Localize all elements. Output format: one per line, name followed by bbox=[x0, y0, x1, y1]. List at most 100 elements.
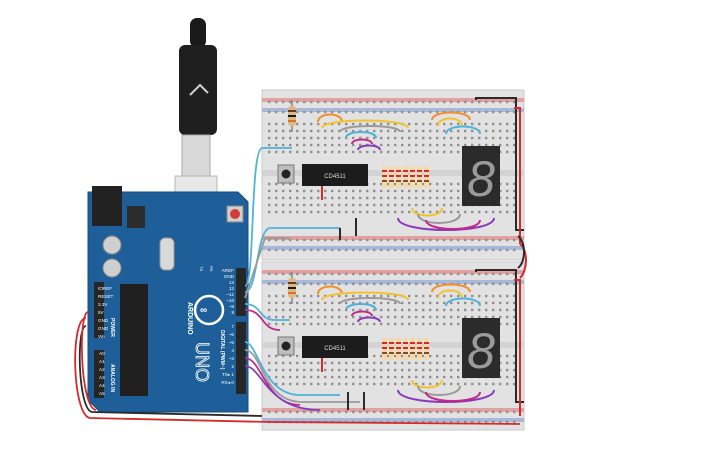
breadboard-hole bbox=[436, 322, 439, 326]
breadboard-hole bbox=[513, 301, 516, 305]
breadboard-hole bbox=[492, 210, 495, 214]
breadboard-hole bbox=[415, 248, 418, 252]
breadboard-hole bbox=[478, 420, 481, 424]
breadboard-hole bbox=[443, 375, 446, 379]
breadboard-hole bbox=[408, 136, 411, 140]
breadboard-hole bbox=[317, 272, 320, 276]
breadboard-hole bbox=[485, 420, 488, 424]
breadboard-hole bbox=[422, 368, 425, 372]
breadboard-hole bbox=[366, 110, 369, 114]
breadboard-hole bbox=[275, 272, 278, 276]
breadboard-hole bbox=[303, 361, 306, 365]
breadboard-hole bbox=[401, 203, 404, 207]
breadboard-hole bbox=[331, 315, 334, 319]
breadboard-hole bbox=[506, 129, 509, 133]
push-button[interactable] bbox=[277, 164, 295, 184]
push-button[interactable] bbox=[277, 336, 295, 356]
breadboard-hole bbox=[366, 368, 369, 372]
breadboard-hole bbox=[380, 150, 383, 154]
reset-button[interactable] bbox=[230, 209, 240, 219]
breadboard-hole bbox=[408, 238, 411, 242]
breadboard-hole bbox=[450, 143, 453, 147]
resistor-band bbox=[403, 170, 408, 172]
pin-label: 2 bbox=[231, 364, 234, 369]
breadboard-hole bbox=[408, 322, 411, 326]
breadboard-hole bbox=[408, 189, 411, 193]
breadboard-hole bbox=[296, 129, 299, 133]
breadboard-hole bbox=[324, 282, 327, 286]
breadboard-hole bbox=[499, 282, 502, 286]
breadboard-hole bbox=[415, 143, 418, 147]
breadboard-hole bbox=[443, 361, 446, 365]
breadboard-hole bbox=[429, 182, 432, 186]
breadboard-hole bbox=[429, 315, 432, 319]
breadboard-hole bbox=[282, 282, 285, 286]
breadboard-hole bbox=[457, 354, 460, 358]
breadboard-hole bbox=[492, 382, 495, 386]
breadboard-hole bbox=[282, 294, 285, 298]
breadboard-hole bbox=[436, 189, 439, 193]
breadboard-hole bbox=[380, 136, 383, 140]
breadboard-hole bbox=[415, 375, 418, 379]
breadboard-hole bbox=[471, 410, 474, 414]
breadboard-hole bbox=[422, 354, 425, 358]
breadboard-hole bbox=[338, 294, 341, 298]
breadboard-hole bbox=[310, 308, 313, 312]
breadboard-hole bbox=[275, 129, 278, 133]
breadboard-hole bbox=[324, 248, 327, 252]
breadboard-hole bbox=[457, 203, 460, 207]
breadboard-hole bbox=[471, 143, 474, 147]
breadboard-hole bbox=[506, 282, 509, 286]
breadboard-hole bbox=[506, 375, 509, 379]
breadboard-hole bbox=[331, 301, 334, 305]
breadboard-hole bbox=[289, 143, 292, 147]
breadboard-hole bbox=[366, 361, 369, 365]
breadboard-hole bbox=[310, 238, 313, 242]
breadboard-hole bbox=[373, 354, 376, 358]
breadboard-hole bbox=[275, 189, 278, 193]
breadboard-hole bbox=[282, 136, 285, 140]
resistor-band bbox=[417, 352, 422, 354]
breadboard-hole bbox=[387, 150, 390, 154]
breadboard-hole bbox=[485, 238, 488, 242]
resistor-bank bbox=[382, 166, 429, 360]
breadboard-hole bbox=[289, 248, 292, 252]
breadboard-hole bbox=[303, 136, 306, 140]
breadboard-hole bbox=[380, 189, 383, 193]
breadboard-hole bbox=[331, 196, 334, 200]
breadboard-hole bbox=[352, 122, 355, 126]
breadboard-hole bbox=[485, 122, 488, 126]
breadboard-hole bbox=[478, 100, 481, 104]
breadboard-hole bbox=[394, 322, 397, 326]
breadboard-hole bbox=[401, 196, 404, 200]
breadboard-hole bbox=[268, 301, 271, 305]
breadboard-hole bbox=[303, 315, 306, 319]
breadboard-hole bbox=[303, 308, 306, 312]
breadboard-hole bbox=[366, 410, 369, 414]
breadboard-hole bbox=[394, 100, 397, 104]
breadboard-hole bbox=[296, 196, 299, 200]
breadboard-hole bbox=[408, 282, 411, 286]
breadboard-hole bbox=[492, 122, 495, 126]
breadboard-hole bbox=[359, 301, 362, 305]
breadboard-hole bbox=[478, 410, 481, 414]
breadboard-hole bbox=[310, 110, 313, 114]
breadboard-hole bbox=[394, 382, 397, 386]
breadboard-hole bbox=[443, 122, 446, 126]
svg-text:∞: ∞ bbox=[200, 305, 207, 316]
breadboard-hole bbox=[268, 129, 271, 133]
breadboard-hole bbox=[359, 110, 362, 114]
breadboard-hole bbox=[436, 136, 439, 140]
breadboard-hole bbox=[457, 322, 460, 326]
breadboard-hole bbox=[394, 143, 397, 147]
breadboard-hole bbox=[499, 143, 502, 147]
breadboard-hole bbox=[394, 182, 397, 186]
breadboard-hole bbox=[303, 210, 306, 214]
breadboard-hole bbox=[296, 189, 299, 193]
breadboard-hole bbox=[303, 272, 306, 276]
breadboard-hole bbox=[394, 272, 397, 276]
breadboard-hole bbox=[443, 315, 446, 319]
breadboard-hole bbox=[387, 143, 390, 147]
breadboard-hole bbox=[352, 129, 355, 133]
